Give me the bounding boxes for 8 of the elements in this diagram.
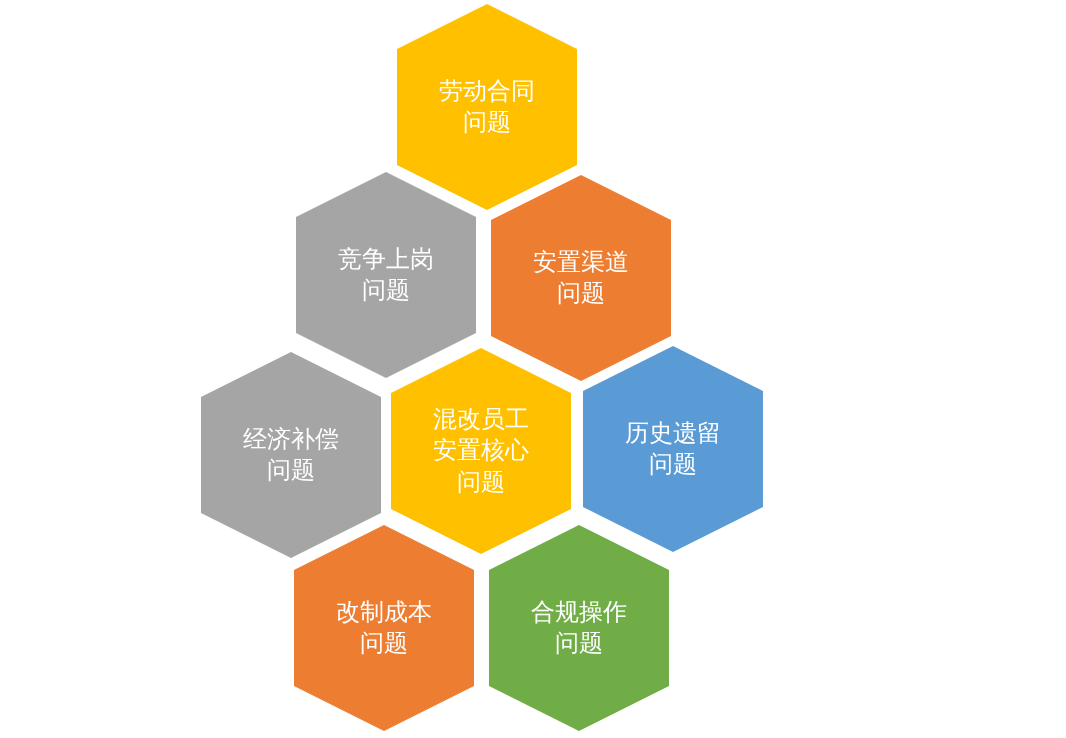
hexagon-label: 经济补偿问题 <box>242 423 340 486</box>
hexagon-label: 历史遗留问题 <box>624 417 722 480</box>
hexagon-label: 劳动合同问题 <box>438 75 536 138</box>
hexagon-label: 合规操作问题 <box>530 596 628 659</box>
hexagon-label: 混改员工安置核心问题 <box>432 404 530 498</box>
hexagon-label: 安置渠道问题 <box>532 246 630 309</box>
hexagon-label: 改制成本问题 <box>335 596 433 659</box>
hexagon-label: 竞争上岗问题 <box>337 243 435 306</box>
